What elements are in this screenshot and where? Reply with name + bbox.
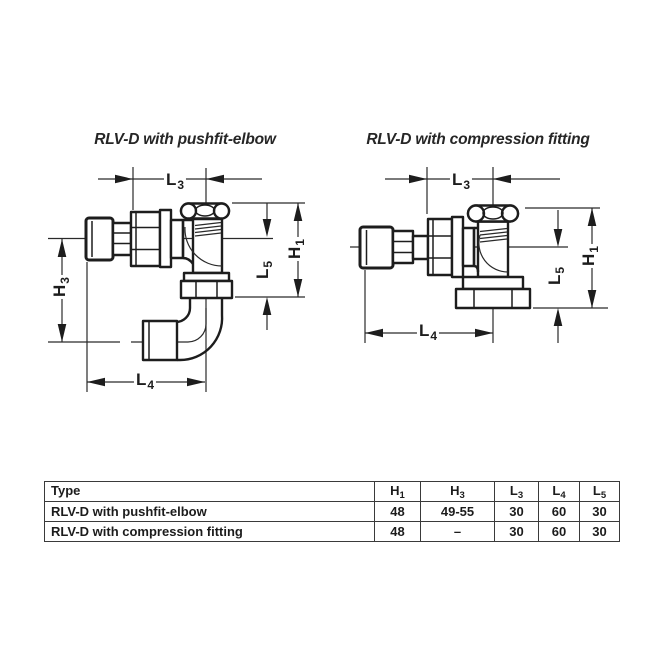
cell-value: 30 [494, 521, 539, 542]
pushfit-elbow [141, 298, 224, 362]
hex-adapter [111, 221, 133, 257]
union-nut [129, 208, 173, 269]
table-row: RLV-D with pushfit-elbow 48 49-55 30 60 … [44, 501, 620, 522]
cell-value: 60 [538, 501, 580, 522]
top-cap [179, 202, 231, 220]
cell-value: – [420, 521, 495, 542]
figure-title-compression: RLV-D with compression fitting [366, 131, 590, 148]
figure-title-pushfit: RLV-D with pushfit-elbow [94, 131, 276, 148]
col-header-type: Type [44, 481, 375, 502]
cell-value: 48 [374, 521, 421, 542]
dim-label-l4-left: L4 [133, 370, 157, 392]
dim-label-h1-right: H1 [579, 244, 601, 268]
cell-value: 60 [538, 521, 580, 542]
dim-h1-left [232, 202, 305, 298]
dim-l5-left [262, 203, 272, 330]
col-header-l4: L4 [538, 481, 580, 502]
compression-fitting [454, 275, 532, 310]
dim-label-l5-right: L5 [545, 264, 567, 288]
dimensions-table: Type H1 H3 L3 L4 L5 RLV-D with pushfit-e… [44, 481, 620, 542]
dim-label-l4-right: L4 [416, 321, 440, 343]
spindle [411, 234, 430, 261]
col-header-l5: L5 [579, 481, 620, 502]
dim-l3-right [385, 167, 560, 214]
dim-l5-right [553, 210, 563, 343]
top-cap-right [466, 204, 520, 223]
valve-body-right [472, 220, 510, 279]
cell-value: 30 [579, 501, 620, 522]
hex-adapter-right [391, 229, 415, 265]
cell-value: 49-55 [420, 501, 495, 522]
bottom-nut [179, 271, 234, 300]
tailpiece [169, 218, 185, 260]
dim-label-l5-left: L5 [253, 258, 275, 282]
dim-label-h1-left: H1 [285, 237, 307, 261]
cell-value: 30 [494, 501, 539, 522]
pushfit-valve-drawing [48, 168, 273, 392]
valve-body [181, 217, 224, 275]
col-header-l3: L3 [494, 481, 539, 502]
valve-knob [84, 216, 115, 262]
dim-label-l3-right: L3 [449, 170, 473, 192]
cell-value: 48 [374, 501, 421, 522]
col-header-h3: H3 [420, 481, 495, 502]
compression-valve-drawing [350, 167, 568, 343]
row-type: RLV-D with pushfit-elbow [44, 501, 375, 522]
tailpiece-right [461, 226, 476, 268]
row-type: RLV-D with compression fitting [44, 521, 375, 542]
col-header-h1: H1 [374, 481, 421, 502]
table-row: RLV-D with compression fitting 48 – 30 6… [44, 521, 620, 542]
cell-value: 30 [579, 521, 620, 542]
dim-label-h3: H3 [50, 275, 72, 299]
dim-label-l3-left: L3 [163, 170, 187, 192]
union-nut-right [426, 215, 465, 279]
valve-knob-right [358, 225, 395, 270]
table-header-row: Type H1 H3 L3 L4 L5 [44, 481, 620, 502]
